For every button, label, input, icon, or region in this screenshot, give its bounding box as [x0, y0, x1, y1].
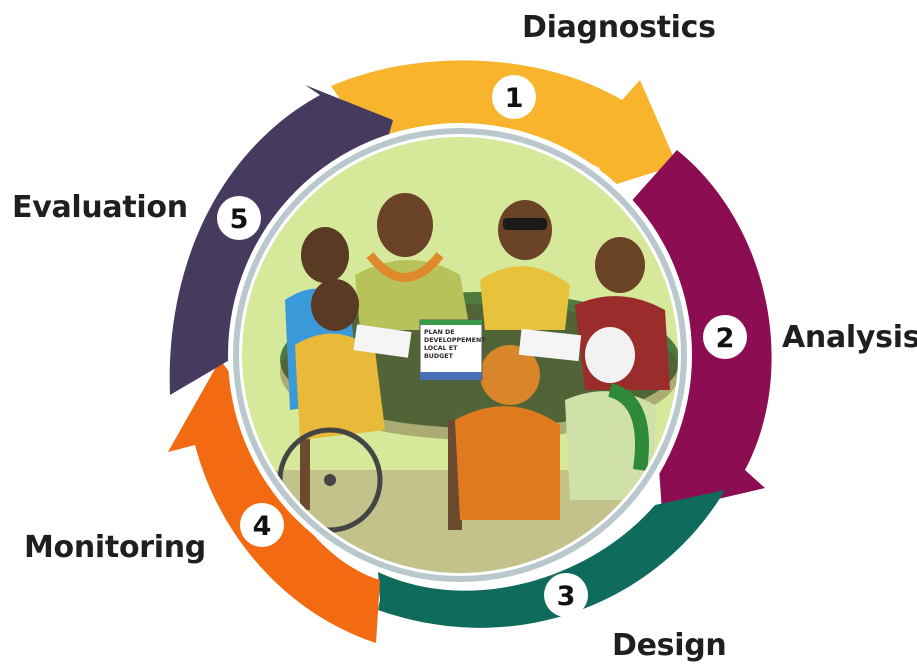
stage-badge-4: 4 — [240, 503, 284, 547]
stage-number-2: 2 — [716, 323, 735, 354]
stage-arrow-monitoring — [168, 360, 380, 643]
stage-badge-1: 1 — [492, 75, 536, 119]
plan-document: PLAN DE DEVELOPPEMENT LOCAL ET BUDGET — [419, 319, 486, 381]
stage-number-4: 4 — [253, 511, 272, 542]
stage-arrow-diagnostics — [331, 60, 677, 193]
stage-badge-5: 5 — [217, 196, 261, 240]
stage-badge-2: 2 — [703, 315, 747, 359]
person-front-orange — [455, 345, 560, 520]
stage-number-3: 3 — [557, 581, 576, 612]
stage-number-1: 1 — [505, 83, 524, 114]
stage-arrow-design — [372, 490, 725, 640]
document-line-2: DEVELOPPEMENT — [424, 337, 486, 344]
stage-label-analysis: Analysis — [782, 320, 917, 355]
person-center-yellow — [355, 193, 470, 330]
stage-label-evaluation: Evaluation — [12, 190, 188, 225]
document-line-4: BUDGET — [424, 353, 454, 360]
stage-label-monitoring: Monitoring — [24, 530, 206, 565]
document-line-3: LOCAL ET — [424, 345, 458, 352]
person-elder-white — [565, 327, 655, 500]
stage-number-5: 5 — [230, 204, 249, 235]
stage-label-diagnostics: Diagnostics — [522, 10, 716, 45]
person-glasses-yellow — [480, 200, 570, 330]
document-line-1: PLAN DE — [424, 329, 455, 336]
stage-badge-3: 3 — [544, 573, 588, 617]
inner-ring — [233, 128, 687, 582]
stage-label-design: Design — [612, 628, 727, 663]
